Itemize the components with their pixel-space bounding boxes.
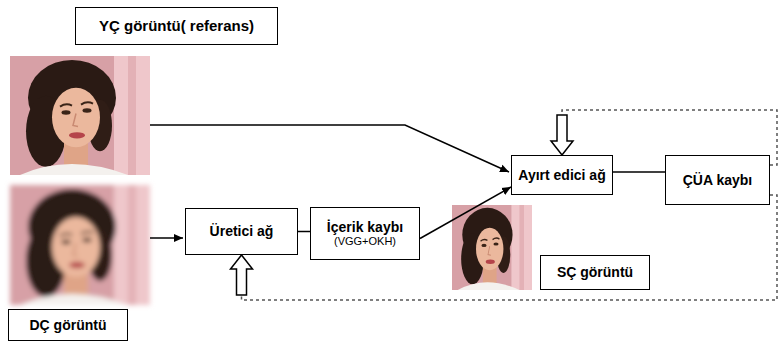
hollow-arrowhead [551, 115, 573, 155]
lr-face-image [10, 185, 150, 305]
node-label: DÇ görüntü [30, 317, 107, 334]
flow-connector [298, 231, 310, 232]
flow-connector [420, 187, 511, 239]
hollow-arrowhead [231, 255, 253, 295]
connector-line [613, 171, 665, 173]
node-subtext: (VGG+OKH) [334, 235, 396, 248]
process-box: İçerik kaybı(VGG+OKH) [310, 207, 420, 260]
process-box: ÇÜA kaybı [665, 155, 770, 205]
image-arrow [150, 125, 509, 172]
process-box: SÇ görüntü [540, 255, 650, 290]
node-label: SÇ görüntü [557, 264, 633, 281]
connector-line [298, 231, 310, 233]
node-label: Üretici ağ [210, 223, 274, 240]
node-label: ÇÜA kaybı [683, 172, 753, 189]
sr-face-image [452, 205, 532, 290]
feedback-connector [231, 195, 778, 300]
hr-face-image [10, 56, 150, 175]
node-label: YÇ görüntü( referans) [99, 17, 254, 35]
image-arrow [150, 237, 183, 239]
flow-connector [613, 172, 665, 173]
node-label: İçerik kaybı [327, 219, 403, 236]
process-box: Ayırt edici ağ [511, 155, 613, 195]
process-box: Üretici ağ [185, 208, 298, 255]
process-box: DÇ görüntü [8, 309, 128, 341]
connector-line [420, 187, 511, 239]
process-box: YÇ görüntü( referans) [75, 7, 278, 45]
connector-line [242, 195, 778, 300]
node-label: Ayırt edici ağ [518, 167, 605, 184]
